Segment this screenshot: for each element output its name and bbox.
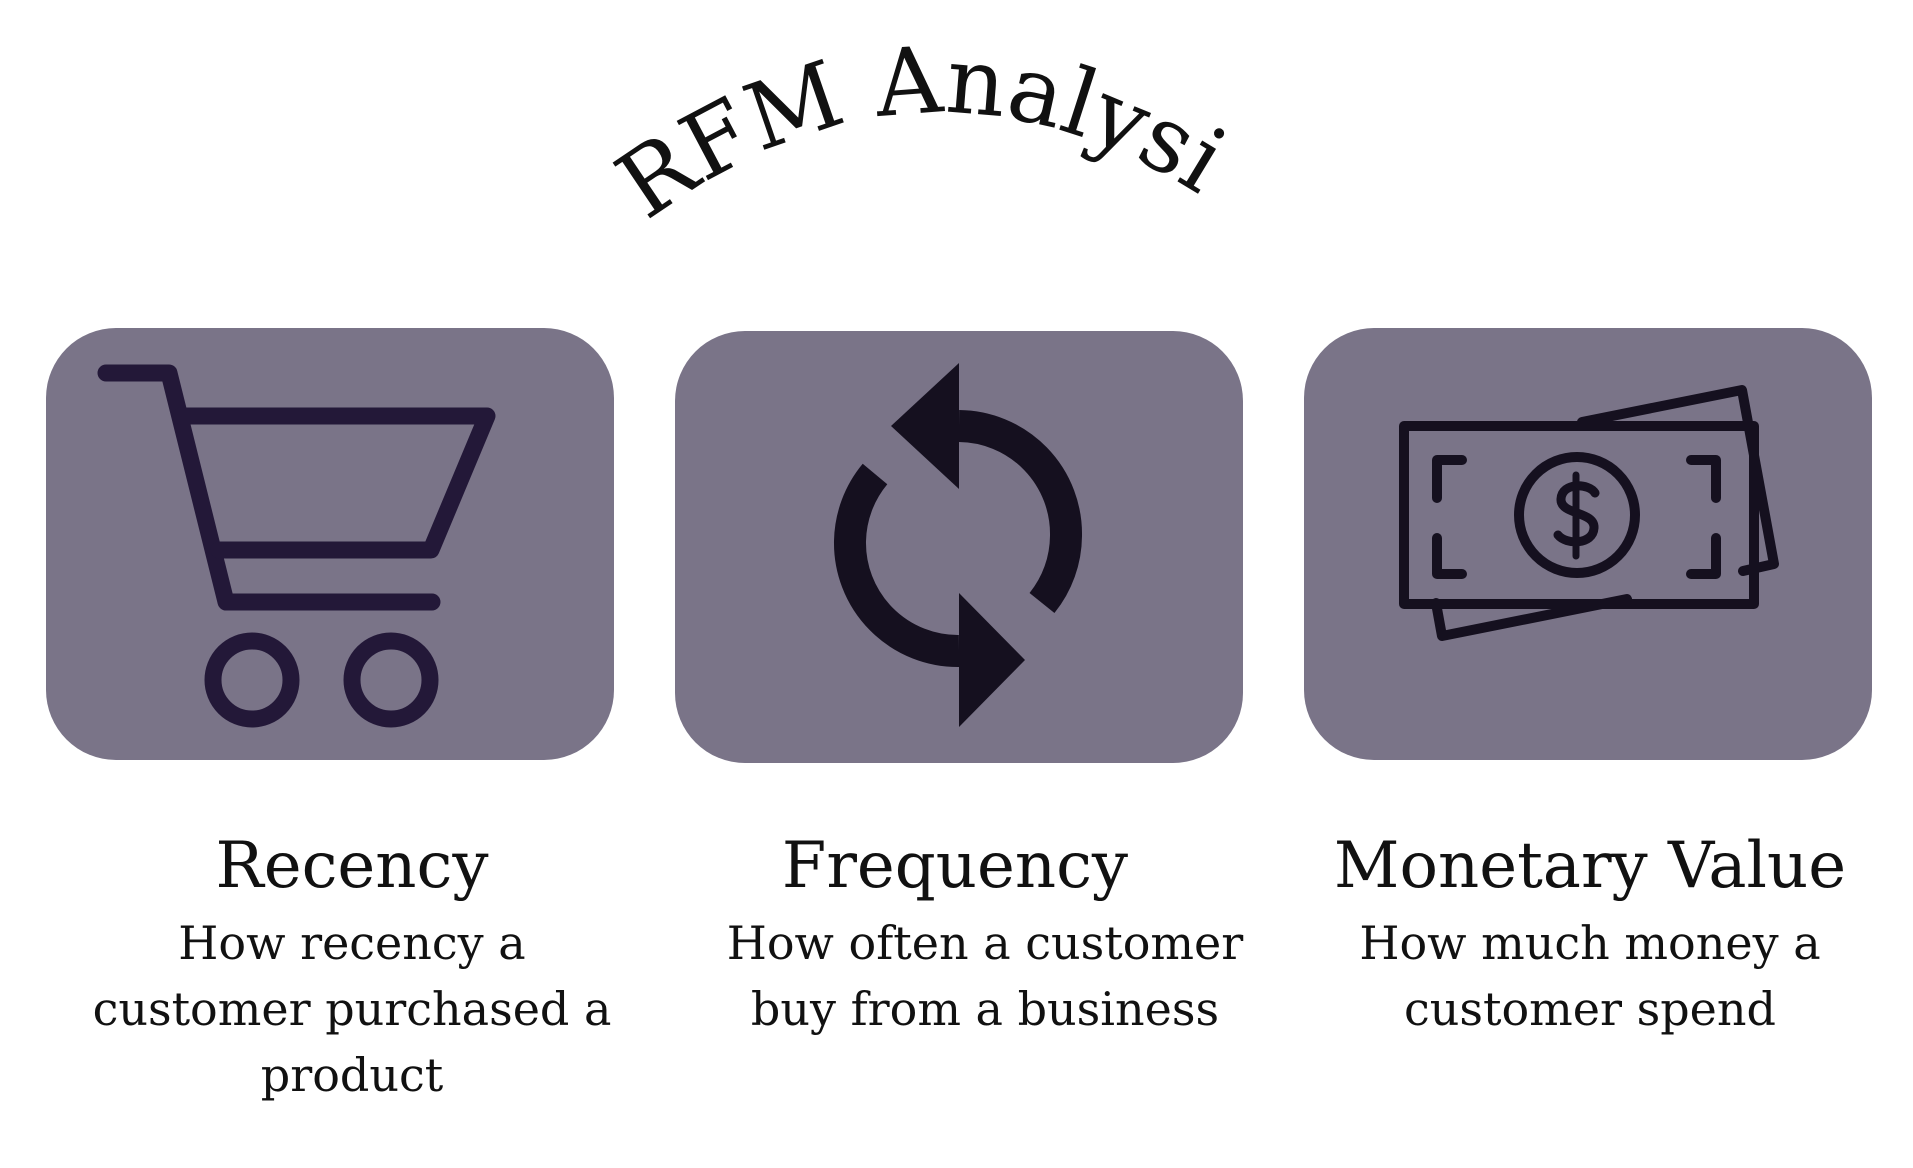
frequency-caption: Frequency How often a customer buy from … xyxy=(665,822,1245,1042)
recency-caption: Recency How recency a customer purchased… xyxy=(62,822,642,1108)
frequency-heading: Frequency xyxy=(781,829,1129,903)
page-title-text: RFM Analysis xyxy=(0,0,1244,239)
curved-title-svg: RFM Analysis xyxy=(0,0,1244,239)
monetary-value-card xyxy=(1304,328,1872,760)
refresh-cycle-icon xyxy=(833,363,1083,727)
monetary-value-caption: Monetary Value How much money a customer… xyxy=(1300,822,1880,1042)
title-banner: RFM Analysis xyxy=(0,0,1913,260)
page-title: RFM Analysis xyxy=(0,0,1244,239)
recency-card xyxy=(46,328,614,760)
recency-heading: Recency xyxy=(215,829,489,903)
shopping-cart-icon xyxy=(97,364,496,728)
frequency-description: How often a customer buy from a business xyxy=(726,916,1244,1036)
recency-description: How recency a customer purchased a produ… xyxy=(92,916,612,1102)
money-bills-icon xyxy=(1399,385,1779,641)
monetary-value-heading: Monetary Value xyxy=(1333,829,1847,903)
monetary-value-description: How much money a customer spend xyxy=(1359,916,1821,1036)
frequency-card xyxy=(675,331,1243,763)
